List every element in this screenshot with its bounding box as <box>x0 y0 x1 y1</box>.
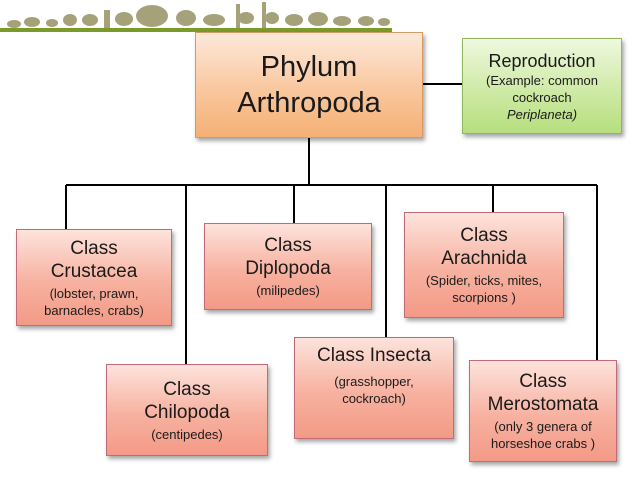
crustacea-class-label: Class <box>70 237 118 259</box>
diplopoda-name: Diplopoda <box>245 258 331 279</box>
class-crustacea-box: Class Crustacea (lobster, prawn, barnacl… <box>16 229 172 326</box>
class-chilopoda-box: Class Chilopoda (centipedes) <box>106 364 268 456</box>
crustacea-desc-2: barnacles, crabs) <box>44 302 144 318</box>
arachnida-desc-2: scorpions ) <box>452 290 516 305</box>
merostomata-name: Merostomata <box>487 394 599 415</box>
reproduction-line3: Periplaneta) <box>506 106 578 122</box>
class-merostomata-box: Class Merostomata (only 3 genera of hors… <box>469 360 617 462</box>
arachnida-class-label: Class <box>460 225 508 246</box>
diplopoda-desc-1: (milipedes) <box>256 283 320 298</box>
phylum-name: Arthropoda <box>237 87 381 119</box>
class-diplopoda-box: Class Diplopoda (milipedes) <box>204 223 372 310</box>
phylum-arthropoda-box: Phylum Arthropoda <box>195 32 423 138</box>
chilopoda-name: Chilopoda <box>144 401 230 423</box>
diplopoda-class-label: Class <box>264 235 312 256</box>
reproduction-title: Reproduction <box>488 50 596 71</box>
reproduction-box: Reproduction (Example: common cockroach … <box>462 38 622 134</box>
phylum-label: Phylum <box>260 51 358 83</box>
crustacea-name: Crustacea <box>50 260 138 282</box>
merostomata-desc-2: horseshoe crabs ) <box>490 436 596 451</box>
insecta-desc-1: (grasshopper, <box>334 374 414 389</box>
class-arachnida-box: Class Arachnida (Spider, ticks, mites, s… <box>404 212 564 318</box>
merostomata-desc-1: (only 3 genera of <box>494 419 592 434</box>
merostomata-class-label: Class <box>519 371 567 392</box>
class-insecta-box: Class Insecta (grasshopper, cockroach) <box>294 337 454 439</box>
insecta-desc-2: cockroach) <box>342 391 406 406</box>
reproduction-line2: cockroach <box>512 89 572 105</box>
arachnida-desc-1: (Spider, ticks, mites, <box>425 273 543 288</box>
arachnida-name: Arachnida <box>441 248 527 269</box>
chilopoda-class-label: Class <box>163 378 211 400</box>
reproduction-line1: (Example: common <box>486 72 598 88</box>
chilopoda-desc-1: (centipedes) <box>151 426 223 442</box>
insecta-name: Class Insecta <box>316 345 432 366</box>
animal-banner <box>0 2 392 32</box>
crustacea-desc-1: (lobster, prawn, <box>49 285 139 301</box>
